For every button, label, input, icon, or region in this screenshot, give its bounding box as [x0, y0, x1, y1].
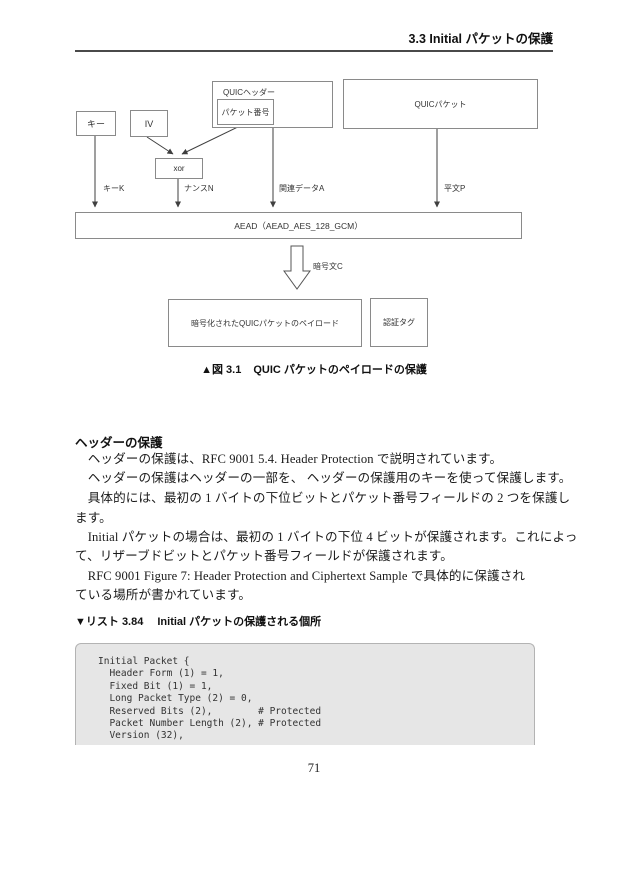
- auth-tag-label: 認証タグ: [383, 318, 415, 327]
- body-line: 具体的には、最初の 1 バイトの下位ビットとパケット番号フィールドの 2 つを保…: [75, 491, 571, 505]
- iv-box-label: IV: [144, 118, 154, 129]
- key-k-label: キーK: [103, 184, 125, 193]
- body-line: ヘッダーの保護はヘッダーの一部を、 ヘッダーの保護用のキーを使って保護します。: [75, 471, 572, 485]
- quic-packet-label: QUICパケット: [414, 99, 467, 109]
- iv-box: IV: [130, 110, 168, 137]
- body-line: Initial パケットの場合は、最初の 1 バイトの下位 4 ビットが保護され…: [75, 530, 578, 544]
- xor-box-label: xor: [173, 164, 185, 173]
- nonce-n-label: ナンスN: [184, 184, 214, 193]
- quic-header-label: QUICヘッダー: [223, 88, 275, 97]
- page-number: 71: [307, 761, 321, 775]
- quic-header-box: QUICヘッダー パケット番号: [212, 81, 333, 128]
- plaintext-p-label: 平文P: [444, 184, 466, 193]
- assoc-data-a-label: 関連データA: [279, 184, 325, 193]
- code-listing-text: Initial Packet { Header Form (1) = 1, Fi…: [98, 656, 322, 742]
- body-line: ます。: [75, 511, 112, 525]
- listing-caption-marker: ▼リスト 3.84: [75, 616, 144, 628]
- encrypted-payload-label: 暗号化されたQUICパケットのペイロード: [191, 318, 339, 328]
- figure-caption-title: QUIC パケットのペイロードの保護: [253, 364, 427, 376]
- aead-box-label: AEAD（AEAD_AES_128_GCM）: [234, 220, 363, 231]
- running-head-text: 3.3 Initial パケットの保護: [408, 32, 553, 46]
- listing-caption: ▼リスト 3.84 Initial パケットの保護される個所: [75, 613, 321, 629]
- key-box: キー: [76, 111, 116, 136]
- key-box-label: キー: [86, 119, 105, 129]
- packet-number-label: パケット番号: [221, 107, 270, 117]
- code-listing: Initial Packet { Header Form (1) = 1, Fi…: [75, 643, 535, 745]
- quic-packet-box: QUICパケット: [343, 79, 538, 129]
- running-head: 3.3 Initial パケットの保護: [75, 28, 553, 52]
- encrypted-payload-box: 暗号化されたQUICパケットのペイロード: [168, 299, 362, 347]
- section-heading: ヘッダーの保護: [75, 436, 163, 450]
- auth-tag-box: 認証タグ: [370, 298, 428, 347]
- aead-box: AEAD（AEAD_AES_128_GCM）: [75, 212, 522, 239]
- ciphertext-c-label: 暗号文C: [313, 262, 343, 271]
- listing-caption-title: Initial パケットの保護される個所: [157, 616, 322, 628]
- body-line: RFC 9001 Figure 7: Header Protection and…: [75, 569, 526, 583]
- packet-number-box: パケット番号: [217, 99, 274, 125]
- body-line: て、リザーブドビットとパケット番号フィールドが保護されます。: [75, 549, 453, 563]
- body-line: ヘッダーの保護は、RFC 9001 5.4. Header Protection…: [75, 452, 503, 466]
- xor-box: xor: [155, 158, 203, 179]
- body-line: ている場所が書かれています。: [75, 588, 252, 602]
- figure-caption: ▲図 3.1 QUIC パケットのペイロードの保護: [75, 361, 553, 377]
- figure-caption-marker: ▲図 3.1: [201, 364, 242, 376]
